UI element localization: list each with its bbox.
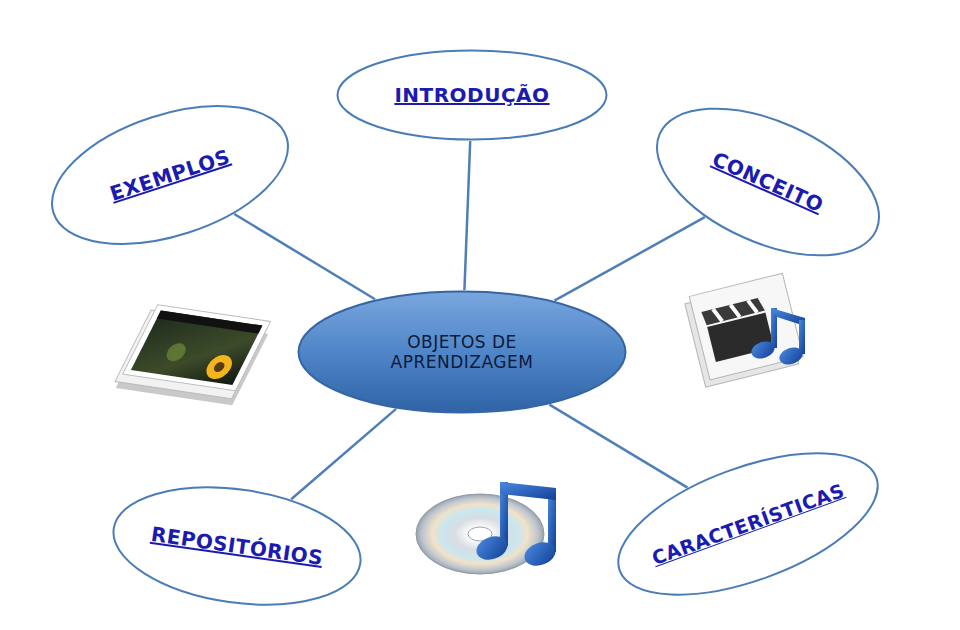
- clapper-stripe: [730, 303, 739, 318]
- leaf: [163, 342, 189, 362]
- cd-disc: [416, 494, 544, 574]
- cd-music-icon: [416, 482, 559, 574]
- clapper-stripe: [713, 308, 722, 323]
- topic-ellipse: CONCEITO: [633, 77, 903, 288]
- film-strip: [157, 311, 262, 334]
- video-music-icon: [683, 273, 805, 387]
- ellipse-shape: [338, 51, 607, 140]
- topic-ellipse: INTRODUÇÃO: [336, 49, 608, 141]
- ellipse-shape: [106, 473, 368, 620]
- connector-line: [464, 141, 470, 290]
- clapper-stripe: [748, 299, 757, 314]
- ellipse-shape: [635, 79, 901, 286]
- text-group: OBJETOS DE APRENDIZAGEM: [367, 332, 557, 373]
- connector-line: [291, 409, 396, 499]
- clapper-top: [701, 297, 765, 326]
- photo-card: [123, 305, 271, 391]
- text-group: INTRODUÇÃO: [394, 83, 549, 107]
- connector-line: [549, 405, 687, 488]
- photos-icon: [112, 304, 274, 405]
- connector-line: [234, 214, 375, 299]
- topic-ellipse: CARACTERÍSTICAS: [598, 422, 897, 625]
- ellipse-shape: [600, 424, 895, 624]
- ellipse-shape: [35, 80, 305, 271]
- sunflower-center: [212, 361, 226, 372]
- topic-ellipse: EXEMPLOS: [33, 78, 307, 273]
- topic-label: INTRODUÇÃO: [394, 83, 549, 107]
- topic-ellipse: REPOSITÓRIOS: [104, 471, 370, 621]
- central-ellipse: OBJETOS DE APRENDIZAGEM: [297, 290, 627, 414]
- photo-image: [131, 311, 262, 385]
- sunflower: [202, 354, 237, 381]
- connector-line: [554, 217, 704, 301]
- central-label: OBJETOS DE APRENDIZAGEM: [367, 332, 557, 373]
- music-note: [473, 482, 559, 570]
- ellipse-shape: [299, 292, 626, 413]
- music-note: [749, 308, 805, 368]
